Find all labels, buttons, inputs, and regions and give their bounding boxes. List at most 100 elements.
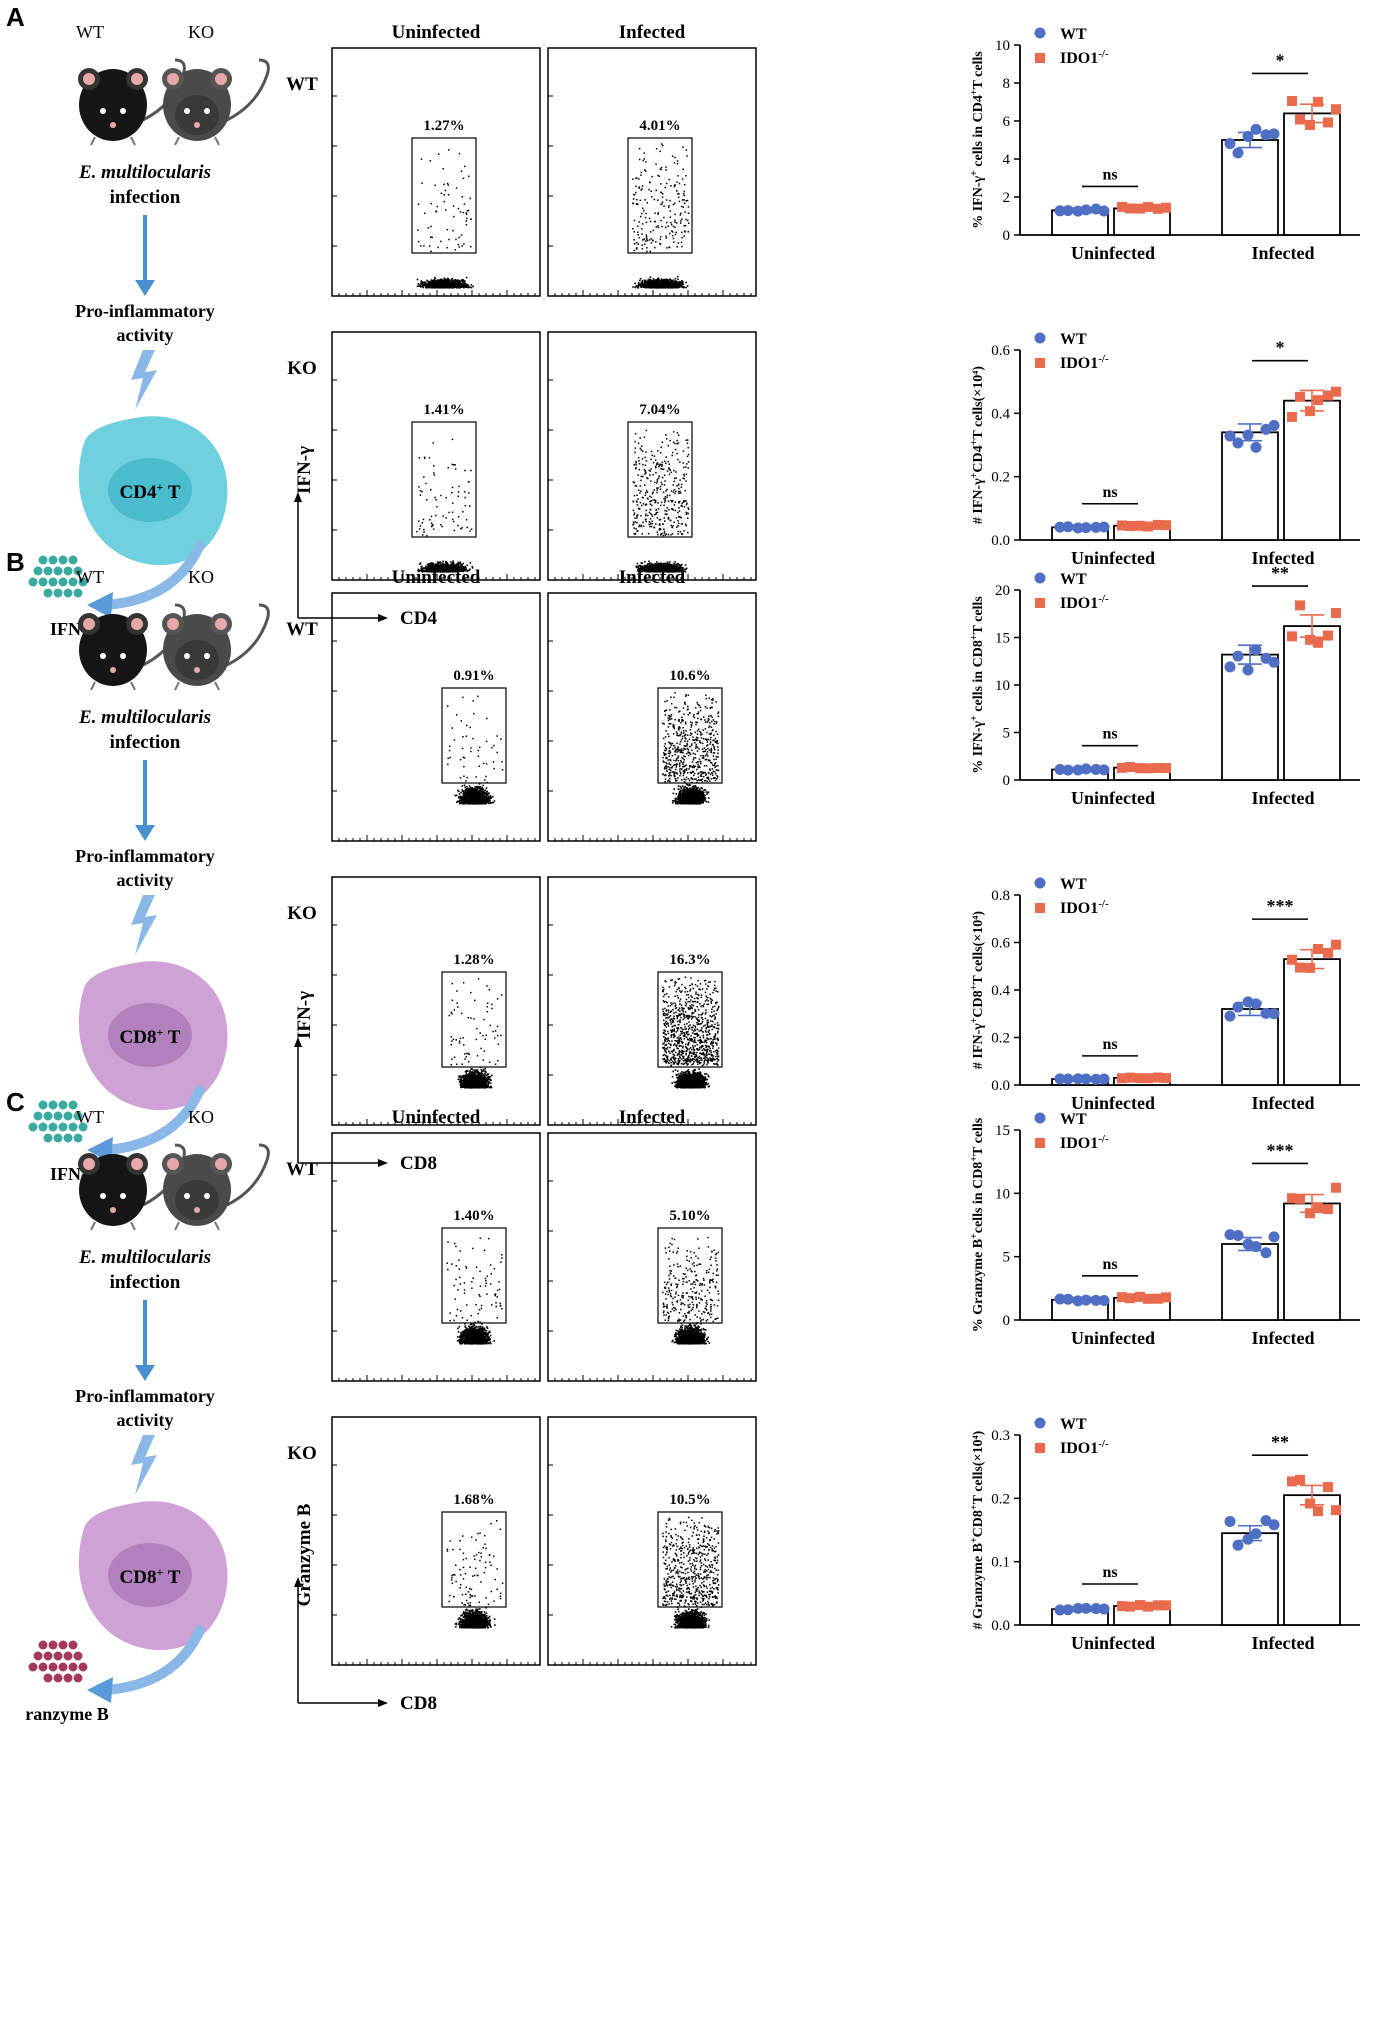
data-point — [1161, 1073, 1171, 1084]
data-point — [1250, 1528, 1262, 1540]
data-point — [1313, 637, 1323, 648]
bar — [1221, 431, 1279, 541]
legend-ko: IDO1-/- — [1060, 353, 1109, 372]
flow-plot: 10.5% — [547, 1416, 757, 1666]
flow-plot: 7.04% — [547, 331, 757, 581]
x-category-label: Uninfected — [1071, 548, 1155, 568]
data-point — [1098, 521, 1110, 533]
data-point — [1072, 522, 1084, 534]
data-point — [1072, 764, 1084, 776]
legend-ko: IDO1-/- — [1060, 898, 1109, 917]
y-tick-label: 0 — [1003, 1313, 1011, 1329]
data-point — [1331, 386, 1341, 397]
y-tick-label: 0.0 — [991, 1618, 1010, 1634]
data-point — [1268, 1231, 1280, 1243]
gate-percentage: 7.04% — [639, 402, 680, 418]
data-point — [1295, 962, 1305, 973]
gate-percentage: 4.01% — [639, 118, 680, 134]
data-point — [1062, 521, 1074, 533]
data-point — [1098, 764, 1110, 776]
data-point — [1224, 661, 1236, 673]
flow-row-header: KO — [287, 903, 317, 924]
data-point — [1054, 1073, 1066, 1085]
data-point — [1242, 429, 1254, 441]
data-point — [1250, 644, 1262, 656]
data-point — [1161, 520, 1171, 531]
data-point — [1331, 608, 1341, 619]
data-point — [1054, 521, 1066, 533]
data-point — [1161, 1292, 1171, 1303]
flow-plot: 1.68% — [331, 1416, 541, 1666]
x-category-label: Uninfected — [1071, 1633, 1155, 1653]
y-tick-label: 0.0 — [991, 1078, 1010, 1094]
significance-label: * — [1276, 338, 1285, 358]
flow-y-axis-label: IFN-γ — [294, 446, 315, 494]
activity-line2: activity — [117, 325, 174, 345]
data-point — [1260, 129, 1272, 141]
data-point — [1143, 1293, 1153, 1304]
x-category-label: Uninfected — [1071, 1328, 1155, 1348]
legend-wt: WT — [1060, 1111, 1087, 1128]
y-tick-label: 0.2 — [991, 470, 1010, 486]
y-tick-label: 10 — [995, 38, 1010, 54]
data-point — [1153, 519, 1163, 530]
data-point — [1232, 147, 1244, 159]
data-point — [1232, 1001, 1244, 1013]
activity-line1: Pro-inflammatory — [75, 1386, 215, 1406]
x-category-label: Infected — [1252, 1093, 1315, 1113]
data-point — [1295, 1193, 1305, 1204]
data-point — [1054, 1293, 1066, 1305]
data-point — [1090, 763, 1102, 775]
gate-box — [441, 687, 507, 784]
data-point — [1153, 203, 1163, 214]
data-point — [1242, 664, 1254, 676]
wt-label: WT — [76, 1107, 104, 1127]
data-point — [1313, 943, 1323, 954]
flow-plot: 10.6% — [547, 592, 757, 842]
x-category-label: Uninfected — [1071, 788, 1155, 808]
flow-col-header: Uninfected — [392, 1107, 481, 1128]
significance-label: ns — [1102, 726, 1117, 743]
bar — [1283, 112, 1341, 236]
flow-row-header: WT — [286, 74, 318, 95]
data-point — [1224, 138, 1236, 150]
significance-label: ** — [1271, 563, 1289, 583]
significance-label: ** — [1271, 1432, 1289, 1452]
cell-label: CD4+ T — [120, 480, 181, 503]
data-point — [1143, 1601, 1153, 1612]
data-point — [1323, 630, 1333, 641]
flow-x-axis-label: CD8 — [400, 1693, 437, 1714]
y-tick-label: 0.8 — [991, 888, 1010, 904]
data-point — [1305, 406, 1315, 417]
cell-icon: CD8+ T — [78, 961, 228, 1111]
significance-label: ns — [1102, 166, 1117, 183]
data-point — [1268, 419, 1280, 431]
data-point — [1153, 1293, 1163, 1304]
data-point — [1090, 1073, 1102, 1085]
x-category-label: Infected — [1252, 788, 1315, 808]
gate-box — [627, 421, 693, 538]
legend-wt: WT — [1060, 571, 1087, 588]
flow-row-header: KO — [287, 1443, 317, 1464]
infection-species: E. multilocularis — [78, 162, 211, 183]
flow-col-header: Uninfected — [392, 567, 481, 588]
data-point — [1062, 205, 1074, 217]
activity-line2: activity — [117, 1410, 174, 1430]
data-point — [1072, 1073, 1084, 1085]
y-tick-label: 15 — [995, 631, 1010, 647]
infection-word: infection — [110, 1272, 181, 1293]
data-point — [1125, 1293, 1135, 1304]
y-tick-label: 0.6 — [991, 343, 1010, 359]
data-point — [1268, 656, 1280, 668]
data-point — [1072, 1295, 1084, 1307]
data-point — [1224, 1515, 1236, 1527]
gate-percentage: 1.28% — [453, 952, 494, 968]
y-tick-label: 6 — [1003, 114, 1011, 130]
activity-line1: Pro-inflammatory — [75, 301, 215, 321]
